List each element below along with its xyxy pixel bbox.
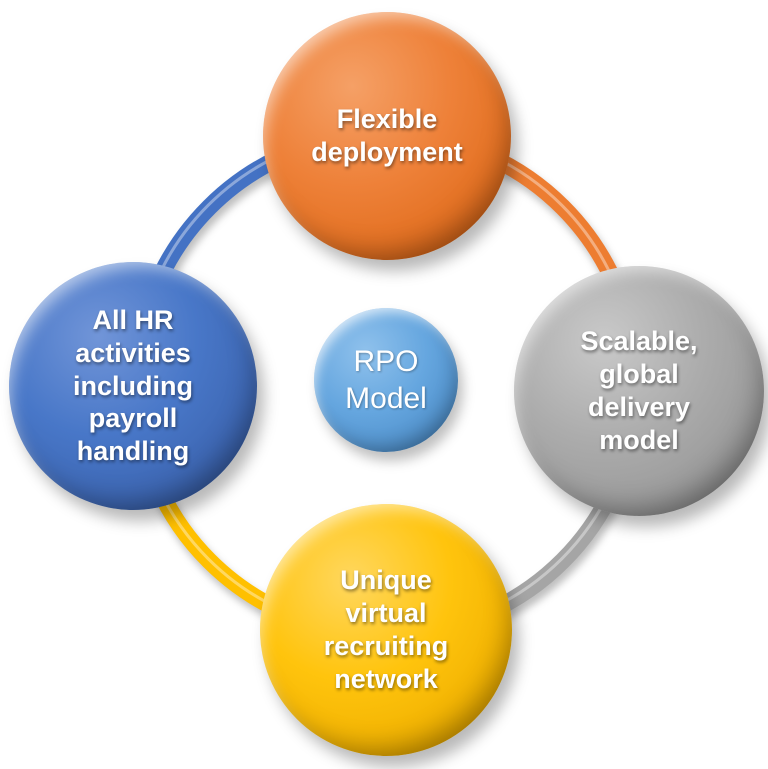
node-scalable-global-delivery-model-label: Scalable, global delivery model bbox=[580, 326, 698, 455]
node-rpo-model-center: RPO Model bbox=[314, 308, 458, 452]
node-rpo-model-center-label: RPO Model bbox=[345, 344, 427, 416]
node-all-hr-activities-payroll-label: All HR activities including payroll hand… bbox=[73, 304, 193, 467]
node-scalable-global-delivery-model: Scalable, global delivery model bbox=[514, 266, 764, 516]
node-flexible-deployment: Flexible deployment bbox=[263, 12, 511, 260]
node-unique-virtual-recruiting-network-label: Unique virtual recruiting network bbox=[323, 565, 449, 694]
node-all-hr-activities-payroll: All HR activities including payroll hand… bbox=[9, 262, 257, 510]
node-flexible-deployment-label: Flexible deployment bbox=[311, 104, 463, 167]
node-unique-virtual-recruiting-network: Unique virtual recruiting network bbox=[260, 504, 512, 756]
